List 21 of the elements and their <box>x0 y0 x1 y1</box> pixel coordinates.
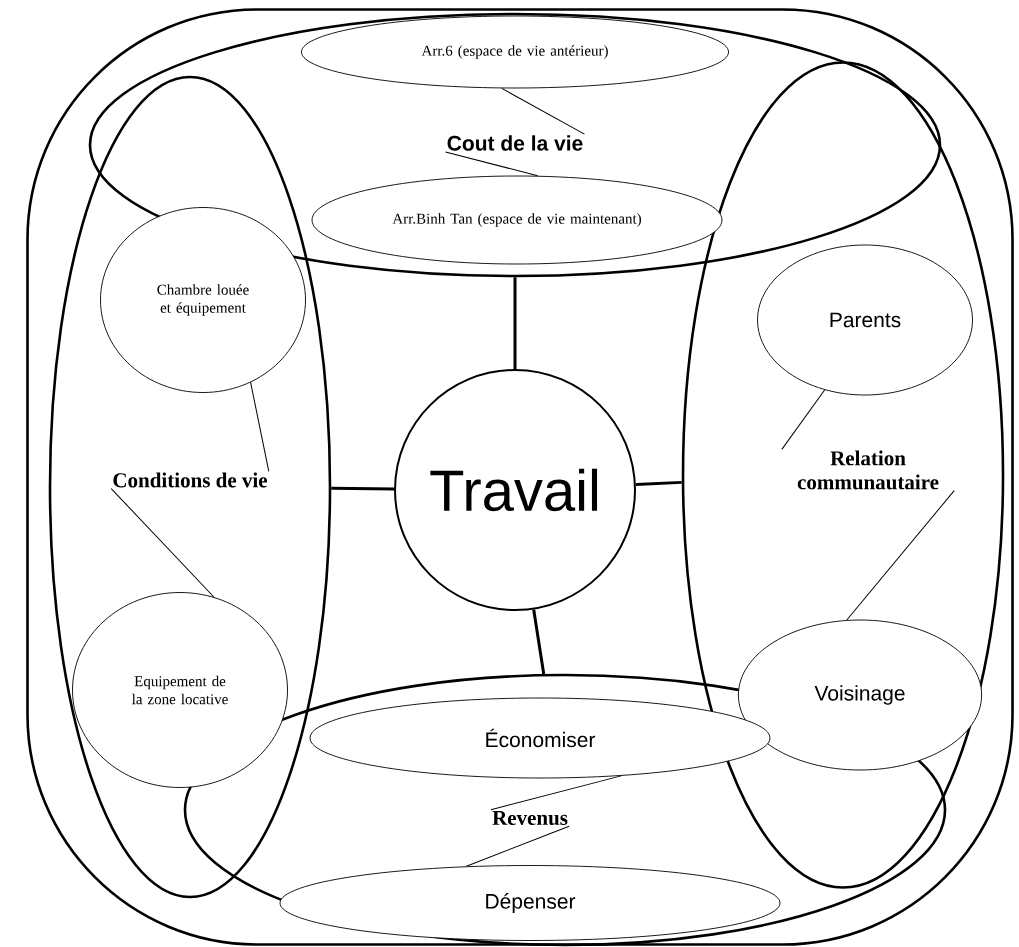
connector-line <box>532 609 546 675</box>
connector-line <box>331 486 395 491</box>
leader-line <box>445 151 539 177</box>
leader-line <box>465 825 570 867</box>
connector-line <box>513 277 517 369</box>
leader-line <box>781 389 826 450</box>
leader-line <box>250 381 270 472</box>
leader-line <box>490 775 622 811</box>
leader-line <box>501 87 585 135</box>
top-band <box>88 12 942 278</box>
node-label: Dépenser <box>486 893 576 913</box>
heading: Conditions de vie <box>113 472 268 488</box>
heading: Relation communautaire <box>797 450 939 490</box>
outer-cushion-shape <box>26 8 1014 946</box>
heading: Cout de la vie <box>447 135 583 151</box>
side-band <box>48 75 332 899</box>
leader-line <box>110 488 215 598</box>
side-band <box>681 61 1005 889</box>
connector-line <box>635 480 682 486</box>
leader-line <box>846 490 955 621</box>
heading: Revenus <box>492 811 568 825</box>
